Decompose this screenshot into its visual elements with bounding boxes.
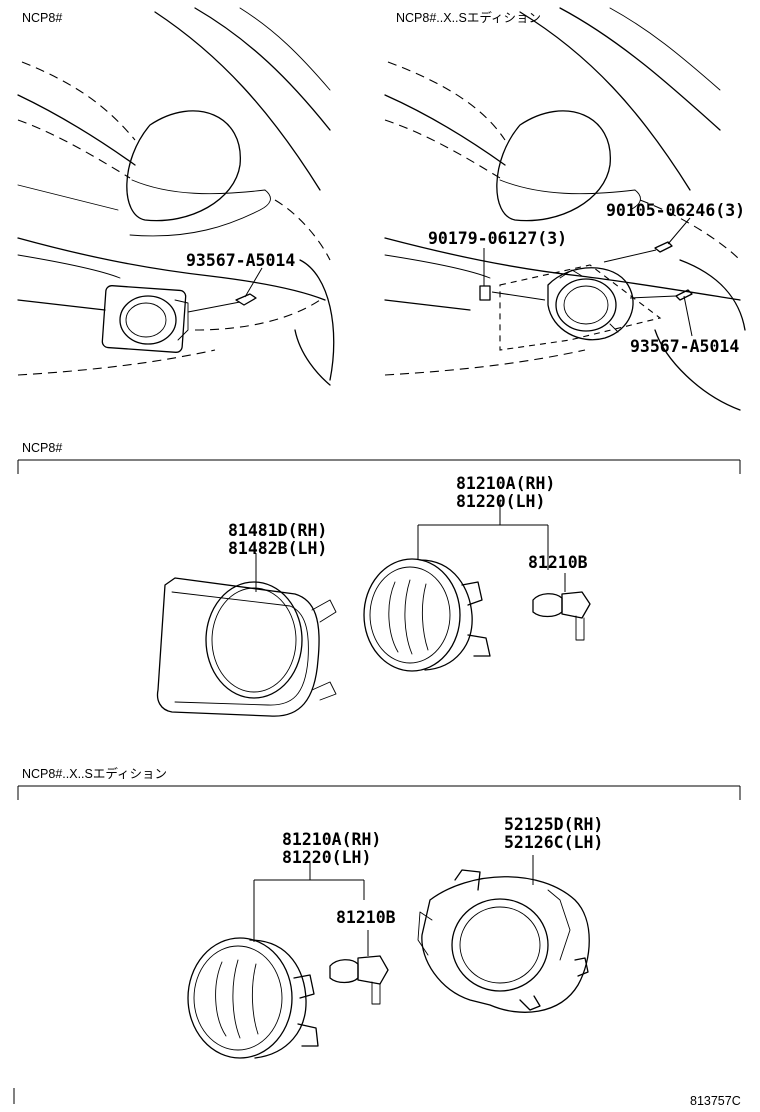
label-tr-screw-c: 93567-A5014 — [630, 337, 739, 356]
label-mid-bulb: 81210B — [528, 553, 588, 572]
label-bot-lamp-rh: 81210A(RH) — [282, 830, 381, 849]
label-mid-lamp-rh: 81210A(RH) — [456, 474, 555, 493]
mid-caption: NCP8# — [22, 441, 62, 455]
bottom-assembly-view: NCP8#..X..Sエディション 81210A(RH) 81220(LH) 8… — [17, 766, 741, 1059]
illustration-code: 813757C — [690, 1094, 741, 1108]
label-bot-bracket-rh: 52125D(RH) — [504, 815, 603, 834]
label-tr-screw-b: 90179-06127(3) — [428, 229, 567, 248]
top-left-caption: NCP8# — [22, 11, 62, 25]
label-bot-bulb: 81210B — [336, 908, 396, 927]
top-right-vehicle-view: NCP8#..X..Sエディション 90105-06 — [384, 7, 746, 411]
label-tl-screw: 93567-A5014 — [186, 251, 295, 270]
label-mid-lamp-lh: 81220(LH) — [456, 492, 545, 511]
top-left-vehicle-view: NCP8# 93567-A5014 — [17, 7, 335, 386]
top-right-caption: NCP8#..X..Sエディション — [396, 10, 541, 25]
label-bot-lamp-lh: 81220(LH) — [282, 848, 371, 867]
bottom-caption: NCP8#..X..Sエディション — [22, 766, 167, 781]
mid-assembly-view: NCP8# 81481D(RH) 81482B(LH) 81210A(RH) 8… — [17, 441, 741, 717]
label-mid-cover-rh: 81481D(RH) — [228, 521, 327, 540]
label-mid-cover-lh: 81482B(LH) — [228, 539, 327, 558]
label-bot-bracket-lh: 52126C(LH) — [504, 833, 603, 852]
label-tr-screw-a: 90105-06246(3) — [606, 201, 745, 220]
